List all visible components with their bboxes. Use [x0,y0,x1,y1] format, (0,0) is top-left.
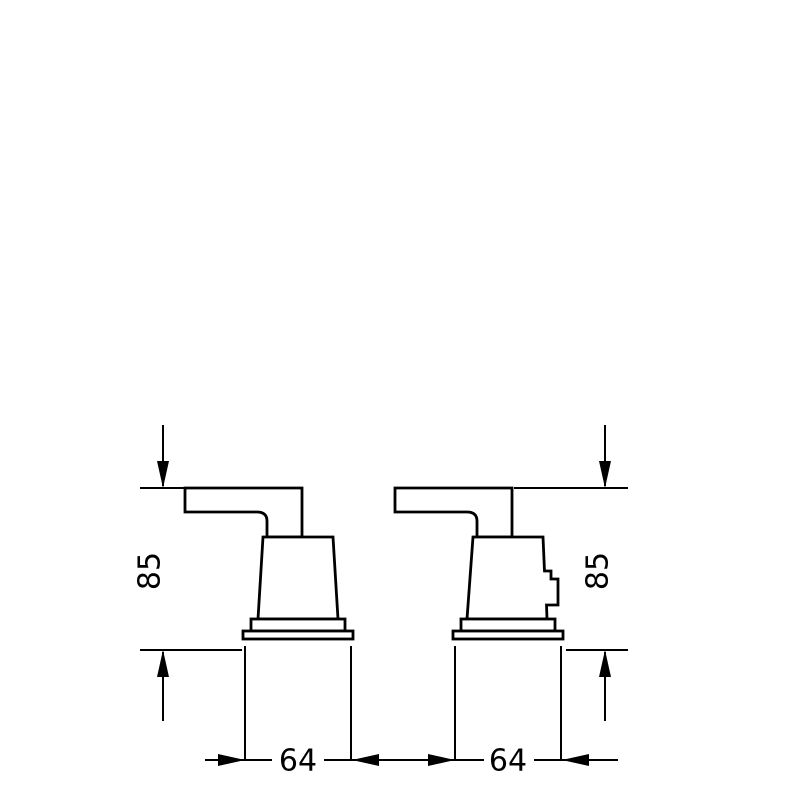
dimension-arrows [157,461,611,766]
right-height-label: 85 [581,552,616,590]
left-valve-body [256,535,340,621]
right-valve [393,486,565,641]
right-valve-escutcheon [451,629,565,641]
right-valve-base-ring [459,617,557,633]
left-valve-escutcheon [241,629,355,641]
right-valve-body-with-stop-tab [465,535,560,621]
left-valve [183,486,355,641]
right-width-right-arrow-icon [562,754,589,766]
left-width-right-arrow-icon [352,754,379,766]
left-height-label: 85 [133,552,168,590]
left-width-label: 64 [279,744,317,779]
right-width-left-arrow-icon [428,754,455,766]
right-height-down-arrow-icon [599,461,611,488]
right-width-label: 64 [489,744,527,779]
left-valve-base-ring [249,617,347,633]
left-height-down-arrow-icon [157,461,169,488]
right-height-up-arrow-icon [599,650,611,677]
dimension-labels: 85 85 64 64 [133,552,616,779]
left-width-left-arrow-icon [218,754,245,766]
left-height-up-arrow-icon [157,650,169,677]
